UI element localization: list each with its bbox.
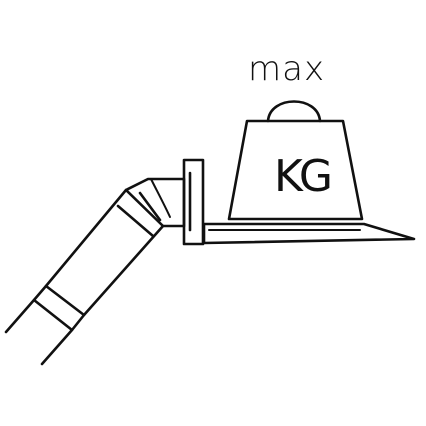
fork-plate xyxy=(202,222,416,245)
lower-arm-right-edge xyxy=(40,328,74,366)
upper-arm-left-edge xyxy=(44,188,128,288)
weight-knob xyxy=(266,100,322,123)
joint-seam xyxy=(150,178,171,218)
arm-collar-inner xyxy=(116,204,155,238)
max-label: max xyxy=(248,49,325,89)
weight-body xyxy=(227,119,364,221)
lower-arm-left-edge xyxy=(4,298,36,334)
weight-unit-label: KG xyxy=(274,151,330,202)
arm-collar xyxy=(138,191,162,222)
arm-band xyxy=(32,284,86,332)
mount-flange xyxy=(182,158,205,246)
upper-arm-right-edge xyxy=(82,224,165,317)
arm-joint xyxy=(124,177,186,228)
